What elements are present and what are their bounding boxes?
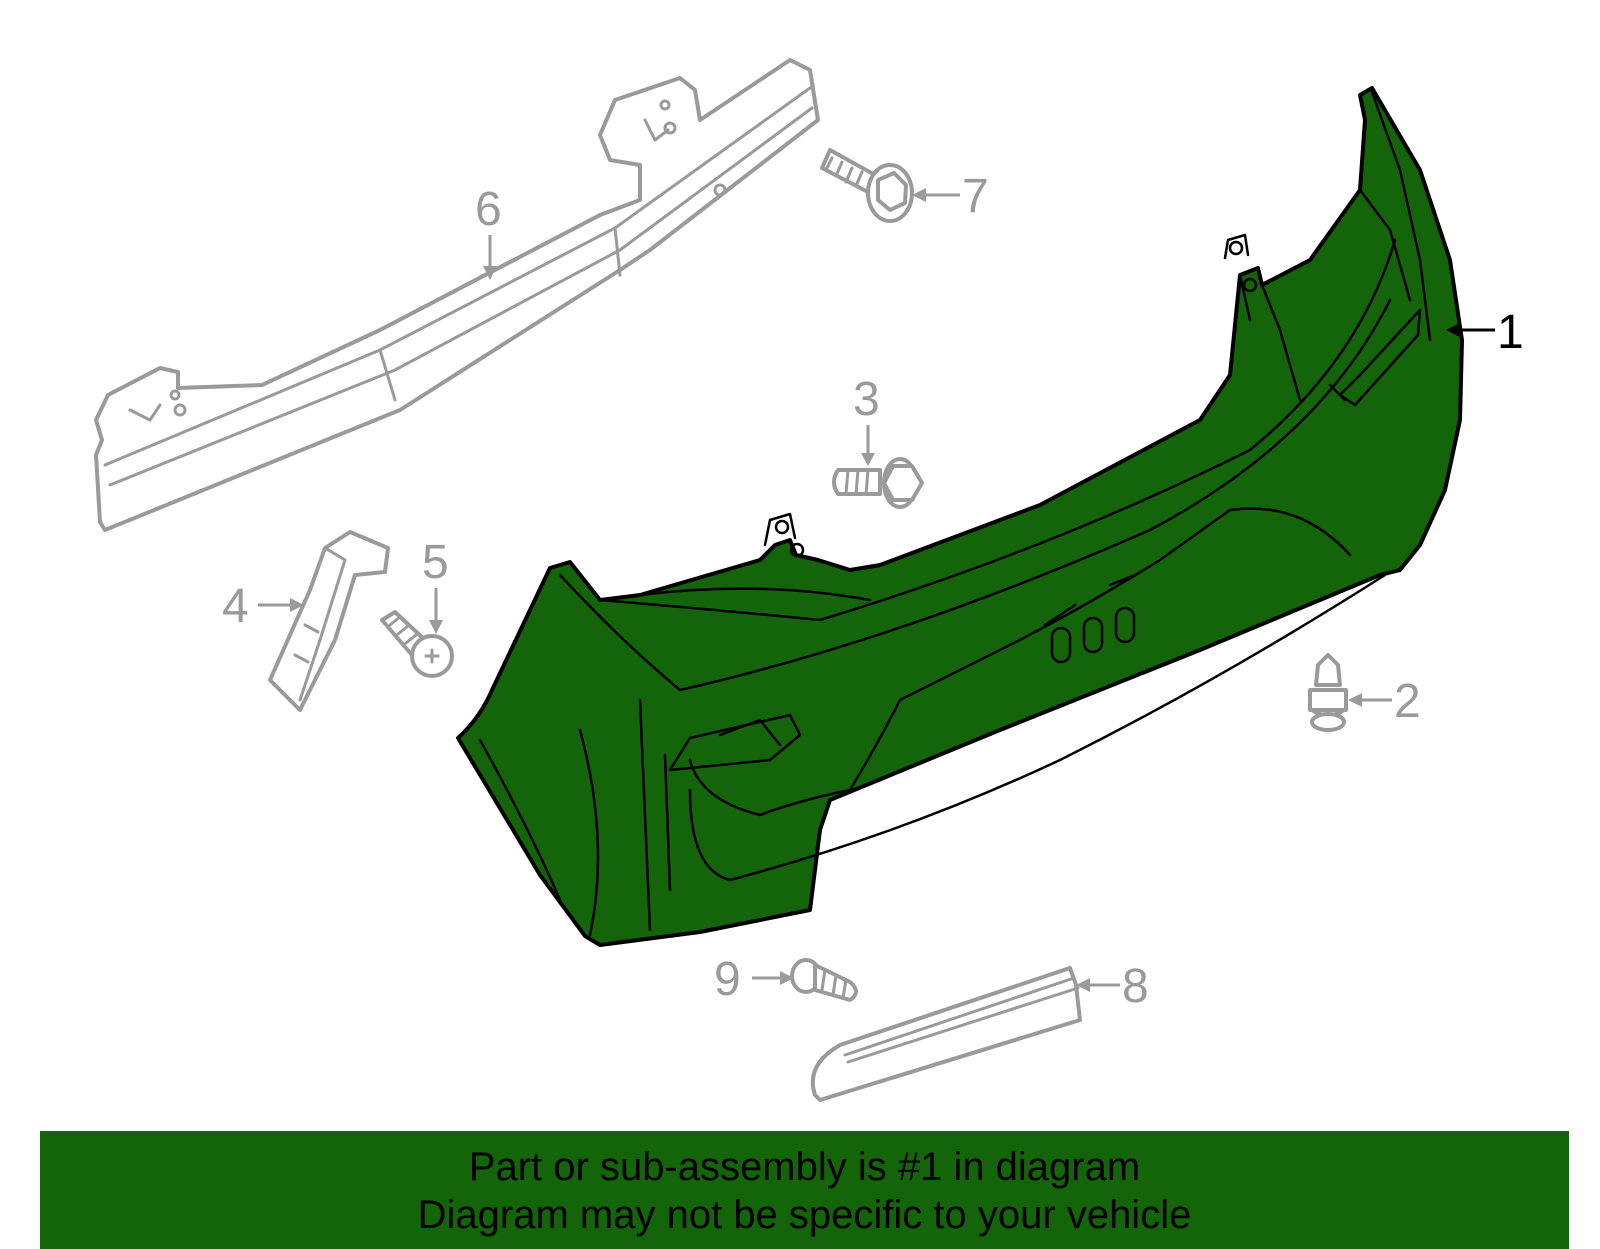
- callout-3-label: 3: [853, 373, 880, 426]
- callout-8: 8: [1076, 960, 1149, 1013]
- callout-9-label: 9: [714, 953, 741, 1006]
- callout-7: 7: [912, 170, 989, 223]
- callout-7-label: 7: [962, 170, 989, 223]
- callout-2: 2: [1348, 675, 1421, 728]
- callout-6: 6: [475, 183, 502, 280]
- part-9-screw[interactable]: [790, 958, 858, 1002]
- callout-2-label: 2: [1394, 675, 1421, 728]
- part-1-bumper-cover[interactable]: [456, 86, 1464, 947]
- callout-5: 5: [422, 536, 449, 634]
- callout-4: 4: [222, 580, 304, 633]
- callout-8-label: 8: [1122, 960, 1149, 1013]
- part-2-clip[interactable]: [1308, 653, 1348, 732]
- part-8-reflector[interactable]: [810, 966, 1082, 1102]
- callout-6-label: 6: [475, 183, 502, 236]
- part-3-bolt[interactable]: [832, 457, 924, 509]
- callout-5-label: 5: [422, 536, 449, 589]
- info-banner: Part or sub-assembly is #1 in diagram Di…: [40, 1131, 1569, 1249]
- part-7-bolt[interactable]: [820, 148, 914, 223]
- part-5-screw[interactable]: [380, 610, 454, 678]
- callout-4-label: 4: [222, 580, 249, 633]
- part-4-bracket[interactable]: [268, 530, 390, 712]
- callout-1: 1: [1446, 306, 1524, 359]
- banner-line-2: Diagram may not be specific to your vehi…: [417, 1193, 1192, 1237]
- callout-9: 9: [714, 953, 794, 1006]
- banner-line-1: Part or sub-assembly is #1 in diagram: [468, 1145, 1141, 1189]
- part-6-reinforcement-beam[interactable]: [94, 58, 820, 532]
- callout-3: 3: [853, 373, 880, 466]
- callout-1-label: 1: [1497, 306, 1524, 359]
